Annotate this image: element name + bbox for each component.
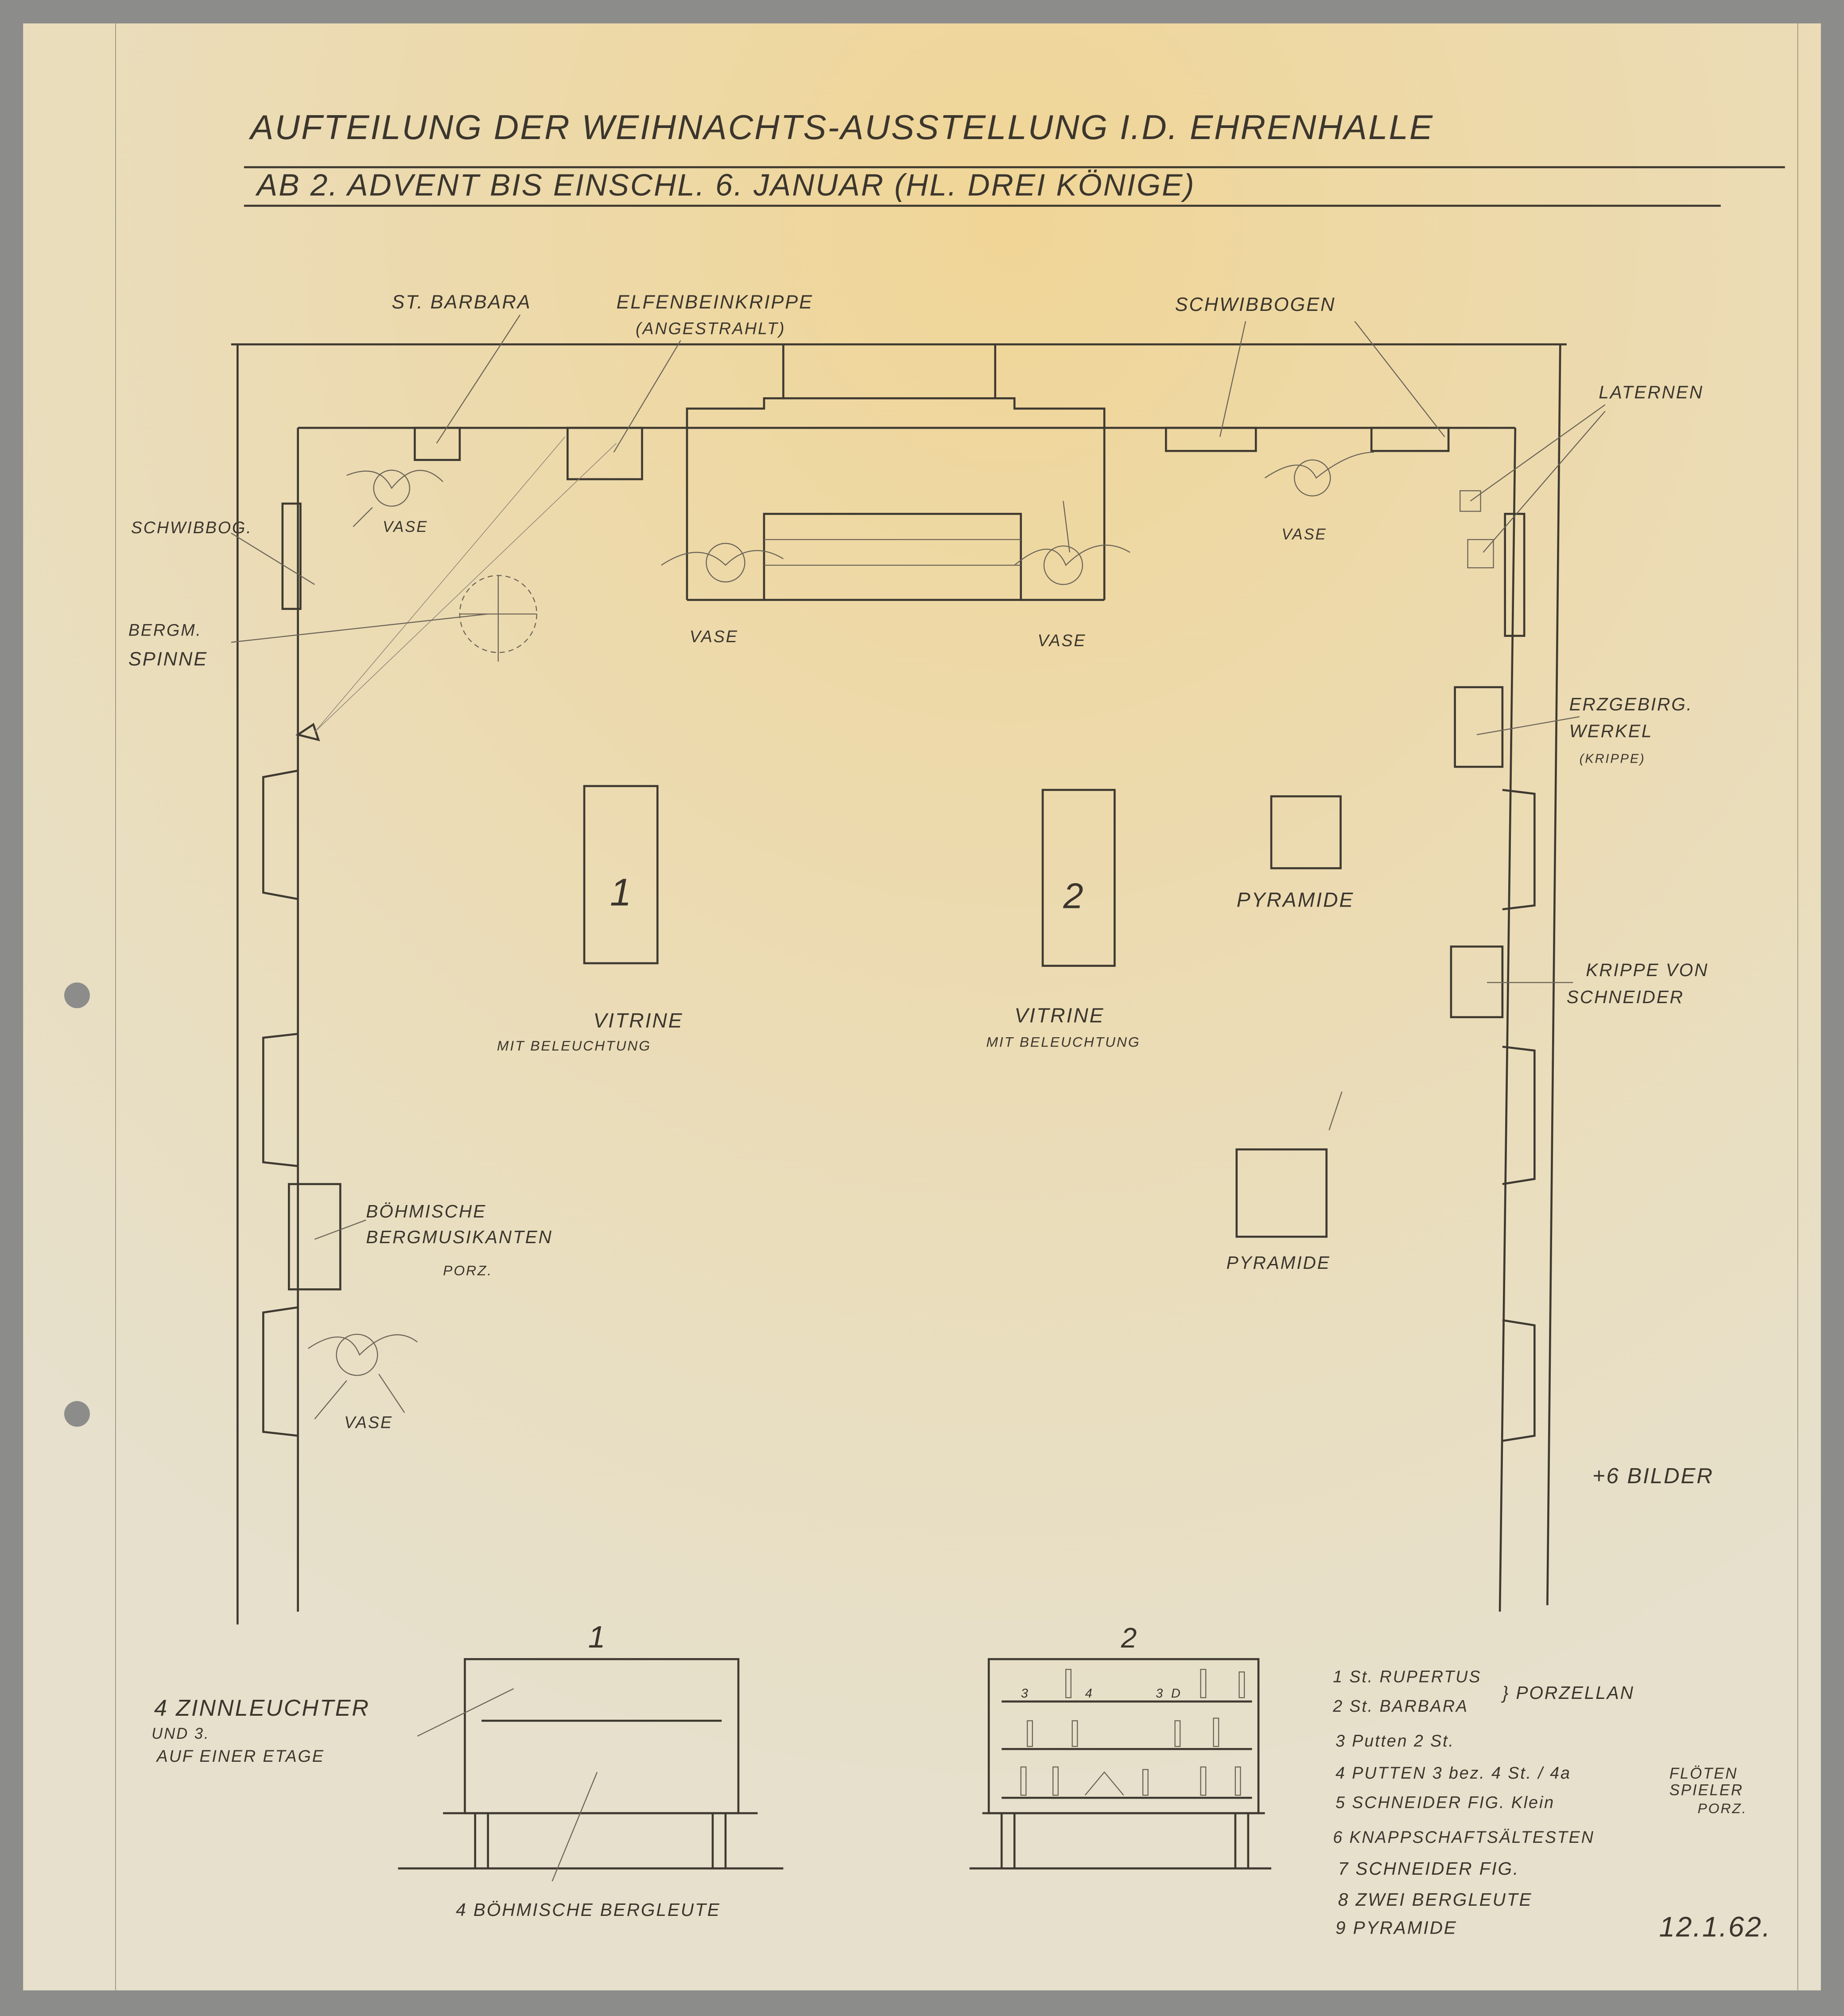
- elevation-2-number: 2: [1121, 1622, 1138, 1654]
- label-werkel: WERKEL: [1569, 721, 1653, 741]
- legend-item: 8 ZWEI BERGLEUTE: [1338, 1889, 1533, 1910]
- label-erzgebirg: ERZGEBIRG.: [1569, 694, 1693, 714]
- vitrine-1-number: 1: [610, 871, 633, 914]
- label-schneider: SCHNEIDER: [1567, 987, 1684, 1007]
- legend-porzellan: } PORZELLAN: [1501, 1683, 1634, 1703]
- elevation-1-note-line-2: UND 3.: [151, 1725, 210, 1742]
- elevation-1-bottom-note: 4 BÖHMISCHE BERGLEUTE: [456, 1900, 721, 1920]
- label-schwibbogen-top: SCHWIBBOGEN: [1175, 294, 1336, 315]
- label-pyramide-2: PYRAMIDE: [1227, 1252, 1331, 1273]
- room-walls: [231, 343, 1567, 1624]
- legend-item: 4 PUTTEN 3 bez. 4 St. / 4a: [1335, 1764, 1571, 1782]
- vase-icon: [308, 451, 1374, 1419]
- label-vase: VASE: [1281, 526, 1327, 543]
- label-angestrahlt: (ANGESTRAHLT): [636, 319, 785, 337]
- label-porz: PORZ.: [443, 1262, 493, 1278]
- legend-item: 3 Putten 2 St.: [1335, 1731, 1455, 1750]
- shelf-number: 3: [1021, 1686, 1029, 1701]
- label-elfenbeinkrippe: ELFENBEINKRIPPE: [617, 291, 814, 313]
- elevation-1-note-line-3: AUF EINER ETAGE: [156, 1747, 325, 1765]
- label-st-barbara: ST. BARBARA: [392, 291, 531, 313]
- vitrine-2-elevation: [969, 1658, 1272, 1870]
- label-laternen: LATERNEN: [1599, 382, 1704, 402]
- legend-item: 2 St. BARBARA: [1332, 1697, 1468, 1715]
- paper: [23, 23, 1821, 1991]
- label-bergmusikanten: BERGMUSIKANTEN: [366, 1227, 553, 1247]
- elevation-1-note-line-1: 4 ZINNLEUCHTER: [154, 1695, 370, 1721]
- vitrine-1: [583, 785, 659, 965]
- shelf-number: 4: [1085, 1686, 1094, 1701]
- shelf-number: D: [1171, 1686, 1182, 1701]
- legend-floeten-3: PORZ.: [1698, 1800, 1747, 1816]
- label-vitrine-2: VITRINE: [1014, 1004, 1104, 1027]
- vitrine-2-number: 2: [1063, 876, 1084, 916]
- legend-item: 7 SCHNEIDER FIG.: [1338, 1858, 1519, 1879]
- elevation-1-number: 1: [588, 1620, 607, 1654]
- label-bergm: BERGM.: [128, 621, 202, 640]
- label-vase: VASE: [344, 1413, 393, 1431]
- date: 12.1.62.: [1659, 1911, 1772, 1942]
- label-vase: VASE: [383, 519, 428, 535]
- pyramide-1: [1270, 795, 1342, 869]
- label-vitrine-1: VITRINE: [593, 1009, 683, 1032]
- label-bilder: +6 BILDER: [1592, 1464, 1714, 1488]
- punch-hole: [64, 1401, 90, 1427]
- vitrine-2: [1041, 789, 1116, 967]
- label-vase: VASE: [1037, 631, 1086, 650]
- bergmannsspinne-icon: [459, 575, 537, 662]
- legend-item: 9 PYRAMIDE: [1335, 1918, 1457, 1938]
- legend: 1 St. RUPERTUS 2 St. BARBARA } PORZELLAN…: [1332, 1667, 1747, 1938]
- label-spinne: SPINNE: [128, 648, 208, 670]
- title-line-1: AUFTEILUNG DER WEIHNACHTS-AUSSTELLUNG I.…: [248, 108, 1434, 147]
- label-vase: VASE: [690, 627, 738, 646]
- legend-item: 6 KNAPPSCHAFTSÄLTESTEN: [1333, 1828, 1595, 1846]
- leader-lines: [231, 314, 1606, 1240]
- label-krippe-von: KRIPPE VON: [1586, 960, 1708, 980]
- title-line-2: AB 2. ADVENT BIS EINSCHL. 6. JANUAR (HL.…: [255, 167, 1196, 202]
- legend-floeten-2: SPIELER: [1669, 1782, 1743, 1799]
- label-krippe-small: (KRIPPE): [1580, 752, 1646, 766]
- legend-item: 1 St. RUPERTUS: [1333, 1667, 1481, 1686]
- label-boehmische: BÖHMISCHE: [366, 1201, 486, 1221]
- legend-floeten-1: FLÖTEN: [1669, 1765, 1738, 1782]
- legend-item: 5 SCHNEIDER FIG. Klein: [1335, 1793, 1555, 1811]
- label-pyramide-1: PYRAMIDE: [1237, 888, 1354, 911]
- label-mit-beleuchtung-2: MIT BELEUCHTUNG: [986, 1034, 1140, 1050]
- spotlight-icon: [295, 436, 617, 741]
- label-schwibbogen-left: SCHWIBBOG.: [131, 518, 252, 537]
- label-mit-beleuchtung-1: MIT BELEUCHTUNG: [497, 1038, 651, 1054]
- shelf-number: 3: [1156, 1686, 1164, 1701]
- vitrine-1-elevation: [398, 1658, 784, 1882]
- pyramide-2: [1235, 1148, 1328, 1238]
- punch-hole: [64, 982, 90, 1008]
